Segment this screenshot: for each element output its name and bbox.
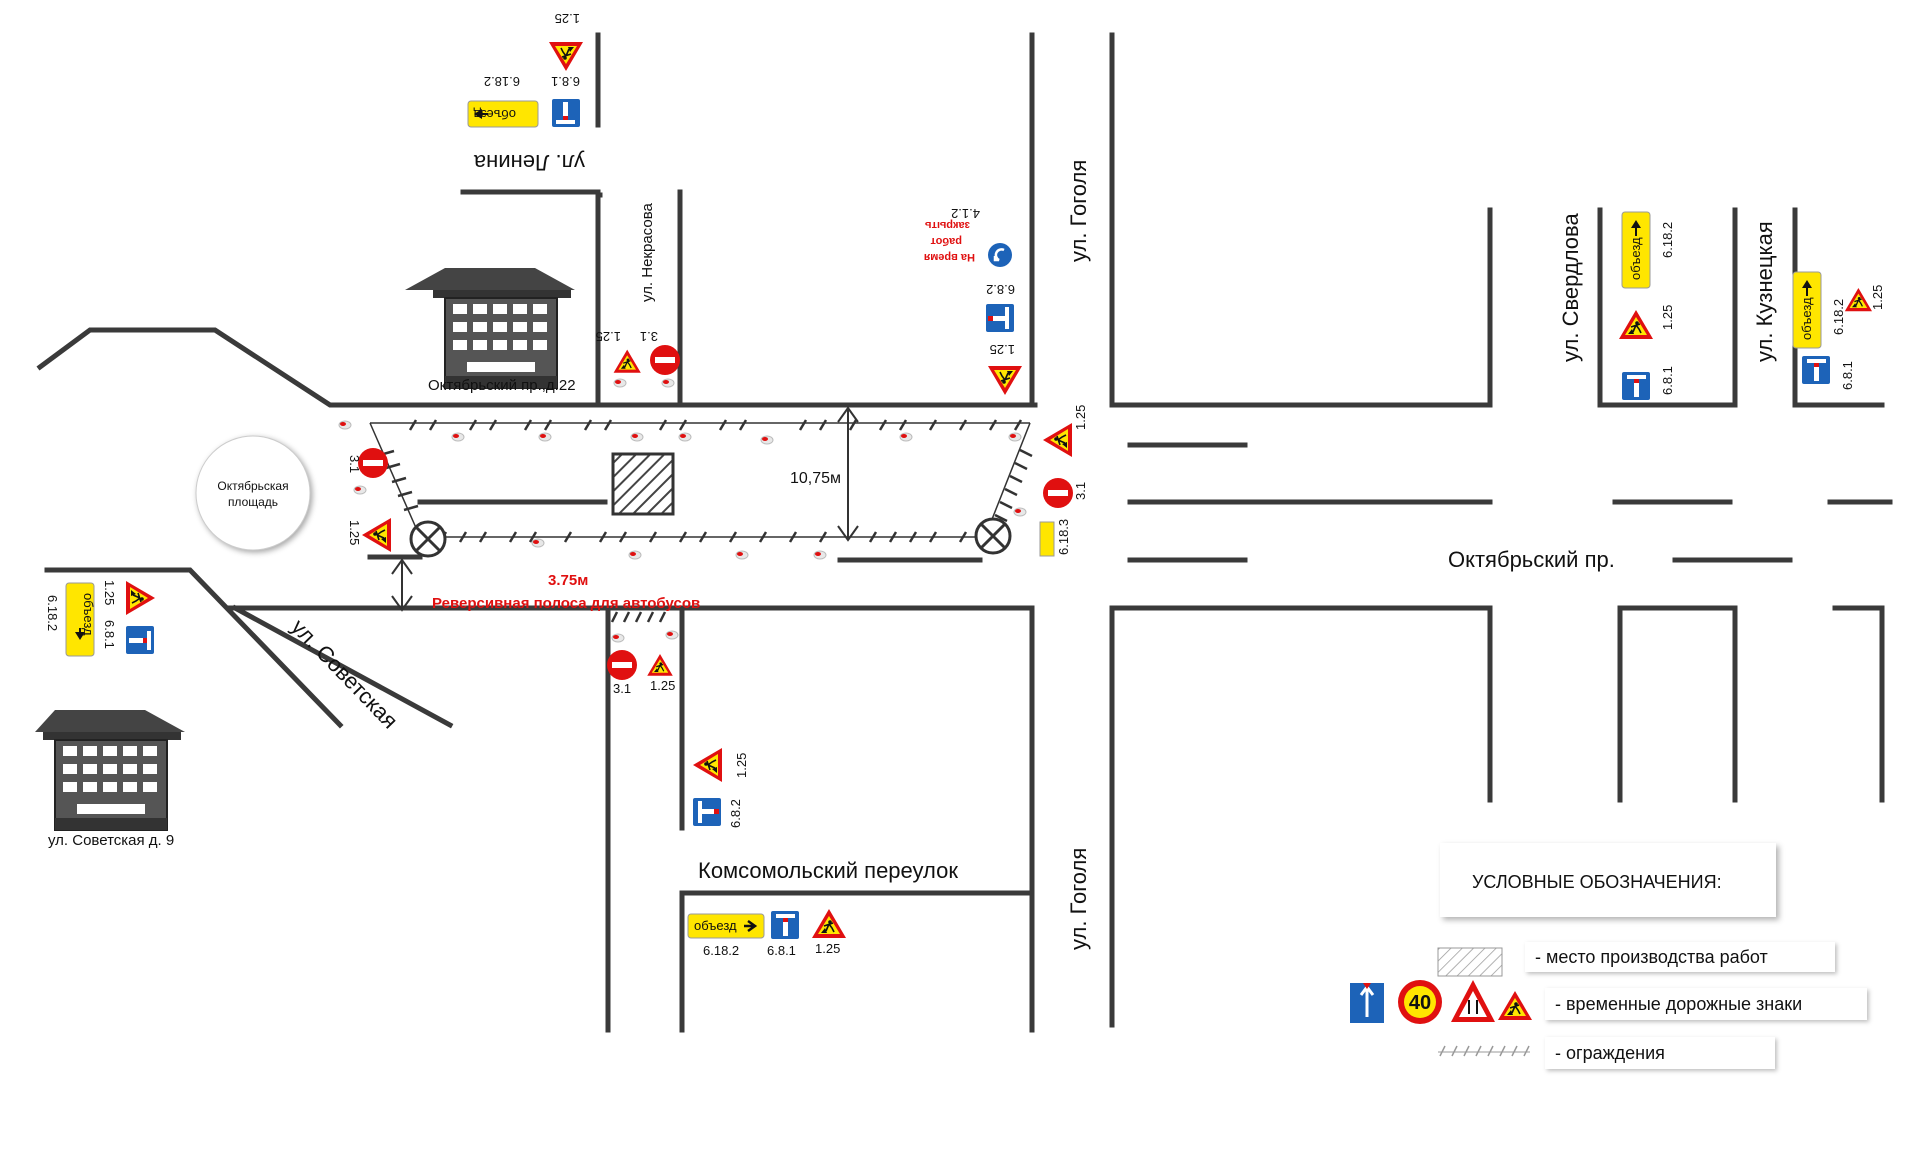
street-sverdlova: ул. Свердлова xyxy=(1558,213,1583,362)
sign-cluster-komsomolsky: объезд 6.18.2 6.8.1 1.25 xyxy=(687,908,847,958)
street-sovetskaya: ул. Советская xyxy=(286,614,402,733)
svg-text:6.8.2: 6.8.2 xyxy=(728,799,743,828)
svg-text:6.8.2: 6.8.2 xyxy=(986,282,1015,297)
building-label-1: Октябрьский пр.,д.22 xyxy=(428,377,576,394)
svg-text:объезд: объезд xyxy=(1628,237,1643,280)
street-gogolya-top: ул. Гоголя xyxy=(1066,160,1091,262)
sign-cluster-south-entrance: 3.1 1.25 1.25 6.8.2 xyxy=(607,650,749,828)
legend-speed-limit: 40 xyxy=(1409,992,1431,1014)
building-icon xyxy=(35,710,185,831)
svg-text:объезд: объезд xyxy=(81,593,96,636)
svg-text:6.18.2: 6.18.2 xyxy=(1831,299,1846,335)
svg-text:1.25: 1.25 xyxy=(650,678,675,693)
oktyabrskaya-square xyxy=(195,435,311,551)
dimension-width xyxy=(837,406,859,542)
fencing xyxy=(369,419,1033,623)
svg-text:1.25: 1.25 xyxy=(1870,285,1885,310)
closed-point-right xyxy=(974,517,1012,555)
svg-text:6.8.1: 6.8.1 xyxy=(1660,366,1675,395)
road-network xyxy=(36,32,1893,1033)
svg-text:6.8.1: 6.8.1 xyxy=(767,943,796,958)
svg-text:объезд: объезд xyxy=(694,918,737,933)
svg-text:6.18.2: 6.18.2 xyxy=(703,943,739,958)
building-icon xyxy=(405,268,575,389)
svg-text:6.18.2: 6.18.2 xyxy=(45,595,60,631)
svg-text:1.25: 1.25 xyxy=(815,941,840,956)
sign-cluster-gogolya: 4.1.2 На время работ закрыть 6.8.2 1.25 xyxy=(924,206,1023,396)
svg-text:6.8.1: 6.8.1 xyxy=(102,620,117,649)
svg-text:1.25: 1.25 xyxy=(734,753,749,778)
closed-point-left xyxy=(409,520,447,558)
street-oktyabrsky: Октябрьский пр. xyxy=(1448,547,1615,572)
reverse-lane-label: Реверсивная полоса для автобусов xyxy=(432,595,700,612)
legend-temp-signs: - временные дорожные знаки xyxy=(1555,994,1802,1014)
svg-text:1.25: 1.25 xyxy=(1660,305,1675,330)
svg-text:6.18.3: 6.18.3 xyxy=(1056,519,1071,555)
svg-text:3.1: 3.1 xyxy=(347,455,362,473)
svg-text:3.1: 3.1 xyxy=(613,681,631,696)
svg-text:6.8.1: 6.8.1 xyxy=(1840,361,1855,390)
legend-title: УСЛОВНЫЕ ОБОЗНАЧЕНИЯ: xyxy=(1472,872,1722,892)
svg-text:На время: На время xyxy=(924,251,975,263)
legend: УСЛОВНЫЕ ОБОЗНАЧЕНИЯ: - место производст… xyxy=(1350,843,1867,1069)
svg-text:1.25: 1.25 xyxy=(596,329,621,344)
street-nekrasova: ул. Некрасова xyxy=(639,203,656,302)
width-label: 10,75м xyxy=(790,470,841,487)
svg-text:закрыть: закрыть xyxy=(925,219,970,231)
svg-text:1.25: 1.25 xyxy=(347,520,362,545)
svg-text:6.18.2: 6.18.2 xyxy=(1660,222,1675,258)
sign-cluster-kuznetskaya: объезд 6.18.2 1.25 6.8.1 xyxy=(1792,271,1885,390)
svg-text:6.18.2: 6.18.2 xyxy=(484,74,520,89)
svg-text:1.25: 1.25 xyxy=(990,342,1015,357)
street-komsomolsky: Комсомольский переулок xyxy=(698,858,958,883)
svg-text:1.25: 1.25 xyxy=(555,11,580,26)
square-label-2: площадь xyxy=(228,495,278,509)
legend-work-site: - место производства работ xyxy=(1535,947,1768,967)
sign-cluster-sovetskaya: объезд 6.18.2 1.25 6.8.1 xyxy=(45,580,156,657)
sign-cluster-east: 1.25 3.1 6.18.3 xyxy=(1039,405,1088,557)
building-label-2: ул. Советская д. 9 xyxy=(48,832,174,849)
work-site-area xyxy=(611,452,675,516)
svg-text:6.8.1: 6.8.1 xyxy=(551,74,580,89)
svg-text:1.25: 1.25 xyxy=(102,580,117,605)
svg-text:объезд: объезд xyxy=(1799,297,1814,340)
square-label-1: Октябрьская xyxy=(217,479,288,493)
svg-text:1.25: 1.25 xyxy=(1073,405,1088,430)
sign-cluster-nekrasova: 1.25 3.1 xyxy=(596,329,680,375)
sign-cluster-sverdlova: объезд 6.18.2 1.25 6.8.1 xyxy=(1618,211,1675,400)
street-kuznetskaya: ул. Кузнецкая xyxy=(1752,221,1777,362)
svg-text:4.1.2: 4.1.2 xyxy=(951,206,980,221)
legend-fencing: - ограждения xyxy=(1555,1043,1665,1063)
street-lenina: ул. Ленина xyxy=(473,150,585,175)
street-gogolya-bottom: ул. Гоголя xyxy=(1066,848,1091,950)
dimension-lane xyxy=(391,558,413,612)
svg-text:3.1: 3.1 xyxy=(1073,482,1088,500)
svg-text:3.1: 3.1 xyxy=(640,329,658,344)
sign-cluster-west: 3.1 1.25 xyxy=(347,448,392,553)
sign-cluster-lenina: 1.25 6.8.1 объезд 6.18.2 xyxy=(467,11,584,128)
svg-text:объезд: объезд xyxy=(473,107,516,122)
lane-width-label: 3.75м xyxy=(548,572,588,589)
svg-text:работ: работ xyxy=(930,235,962,247)
